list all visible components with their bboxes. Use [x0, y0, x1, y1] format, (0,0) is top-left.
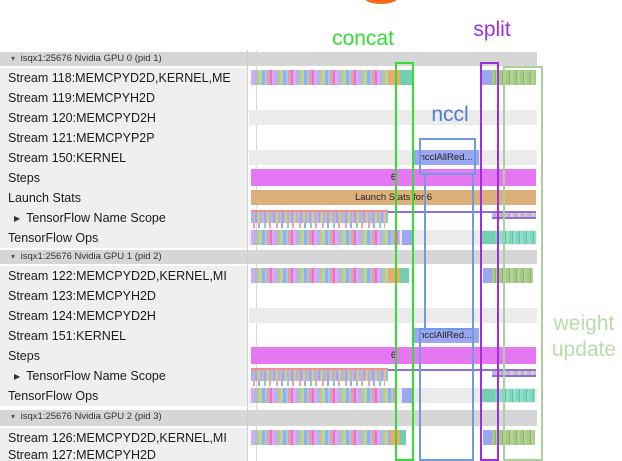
track-label: Launch Stats: [8, 191, 81, 205]
timeline-segment[interactable]: [400, 430, 406, 445]
timeline-segment[interactable]: [400, 268, 409, 283]
timeline-segment[interactable]: 6: [251, 347, 536, 364]
track-label: Stream 123:MEMCPYH2D: [8, 289, 156, 303]
track-label: TensorFlow Name Scope: [26, 211, 166, 225]
track-label: Steps: [8, 349, 40, 363]
timeline-segment[interactable]: [388, 70, 400, 85]
track-label: Stream 122:MEMCPYD2D,KERNEL,MI: [8, 269, 227, 283]
timeline-segment[interactable]: ncclAllRed...: [412, 328, 479, 343]
timeline-segment[interactable]: [388, 369, 536, 371]
track-label: Stream 118:MEMCPYD2D,KERNEL,ME: [8, 71, 231, 85]
section-header-label: isqx1:25676 Nvidia GPU 2 (pid 3): [18, 411, 162, 422]
row-band: [249, 308, 537, 323]
clipped-orange-glyph: [364, 0, 398, 4]
row-band: [249, 150, 537, 165]
track-label: TensorFlow Ops: [8, 389, 99, 403]
row-label: Stream 119:MEMCPYH2D: [0, 88, 247, 108]
row-label: Steps: [0, 168, 247, 188]
timeline-segment[interactable]: [492, 430, 535, 445]
timeline-segment[interactable]: [251, 430, 390, 445]
section-header-label: isqx1:25676 Nvidia GPU 1 (pid 2): [18, 251, 162, 262]
row-label: Stream 127:MEMCPYH2D: [0, 448, 247, 461]
timeline-segment[interactable]: [402, 230, 414, 245]
track-label: Stream 151:KERNEL: [8, 329, 127, 343]
track-label: TensorFlow Ops: [8, 231, 99, 245]
row-label: TensorFlow Ops: [0, 386, 247, 406]
track-label: Stream 126:MEMCPYD2D,KERNEL,MI: [8, 431, 227, 445]
timeline-segment[interactable]: [253, 223, 385, 228]
row-label: Stream 122:MEMCPYD2D,KERNEL,MI: [0, 266, 247, 286]
timeline-segment[interactable]: [251, 388, 396, 403]
timeline-segment[interactable]: [251, 70, 388, 85]
row-label: Stream 126:MEMCPYD2D,KERNEL,MI: [0, 428, 247, 448]
timeline-segment[interactable]: [251, 368, 388, 381]
row-label: ▶ TensorFlow Name Scope: [0, 208, 247, 228]
section-header-label: isqx1:25676 Nvidia GPU 0 (pid 1): [18, 53, 162, 64]
timeline-segment[interactable]: [402, 388, 413, 403]
row-label: Stream 123:MEMCPYH2D: [0, 286, 247, 306]
track-label: Stream 120:MEMCPYD2H: [8, 111, 156, 125]
row-label: Stream 124:MEMCPYD2H: [0, 306, 247, 326]
collapse-arrow-icon[interactable]: ▾: [11, 412, 16, 421]
timeline-segment[interactable]: [492, 268, 533, 283]
timeline-segment[interactable]: [251, 230, 400, 245]
timeline-segment[interactable]: ncclAllRed...: [413, 150, 479, 165]
track-label: Stream 150:KERNEL: [8, 151, 127, 165]
timeline-segment[interactable]: [482, 389, 495, 402]
timeline-segment[interactable]: [495, 231, 536, 244]
row-label: Steps: [0, 346, 247, 366]
track-label: Steps: [8, 171, 40, 185]
row-label: Stream 118:MEMCPYD2D,KERNEL,ME: [0, 68, 247, 88]
timeline-segment[interactable]: [481, 70, 492, 85]
row-band: [249, 110, 537, 125]
row-label: ▶ TensorFlow Name Scope: [0, 366, 247, 386]
row-label: TensorFlow Ops: [0, 228, 247, 248]
timeline-segment[interactable]: [492, 211, 536, 219]
track-label: Stream 124:MEMCPYD2H: [8, 309, 156, 323]
timeline-segment[interactable]: 6: [251, 169, 536, 186]
row-label: Stream 121:MEMCPYP2P: [0, 128, 247, 148]
collapse-arrow-icon[interactable]: ▾: [11, 252, 16, 261]
row-label: Launch Stats: [0, 188, 247, 208]
timeline-segment[interactable]: [492, 70, 536, 85]
timeline-segment[interactable]: [492, 369, 536, 377]
timeline-segment[interactable]: [495, 389, 535, 402]
timeline-segment[interactable]: [483, 430, 492, 445]
track-label: Stream 121:MEMCPYP2P: [8, 131, 155, 145]
section-header-row[interactable]: ▾ isqx1:25676 Nvidia GPU 1 (pid 2): [0, 250, 537, 264]
label-column-divider[interactable]: [247, 50, 248, 461]
row-label: Stream 151:KERNEL: [0, 326, 247, 346]
row-label: Stream 120:MEMCPYD2H: [0, 108, 247, 128]
expand-arrow-icon[interactable]: ▶: [14, 213, 21, 223]
expand-arrow-icon[interactable]: ▶: [14, 371, 21, 381]
timeline-segment[interactable]: [251, 268, 388, 283]
track-label: Stream 127:MEMCPYH2D: [8, 448, 156, 461]
timeline-segment[interactable]: [482, 231, 495, 244]
timeline-segment[interactable]: [390, 430, 400, 445]
timeline-segment[interactable]: [483, 268, 492, 283]
timeline-segment[interactable]: [251, 210, 388, 223]
timeline-segment[interactable]: [253, 381, 385, 386]
track-label: Stream 119:MEMCPYH2D: [8, 91, 156, 105]
timeline-segment[interactable]: [388, 211, 536, 213]
timeline-segment[interactable]: [388, 268, 400, 283]
track-label: TensorFlow Name Scope: [26, 369, 166, 383]
collapse-arrow-icon[interactable]: ▾: [11, 54, 16, 63]
section-header-row[interactable]: ▾ isqx1:25676 Nvidia GPU 2 (pid 3): [0, 410, 537, 426]
section-header-row[interactable]: ▾ isqx1:25676 Nvidia GPU 0 (pid 1): [0, 52, 537, 66]
row-label: Stream 150:KERNEL: [0, 148, 247, 168]
timeline-segment[interactable]: Launch Stats for 6: [251, 190, 536, 205]
timeline-segment[interactable]: [400, 70, 412, 85]
